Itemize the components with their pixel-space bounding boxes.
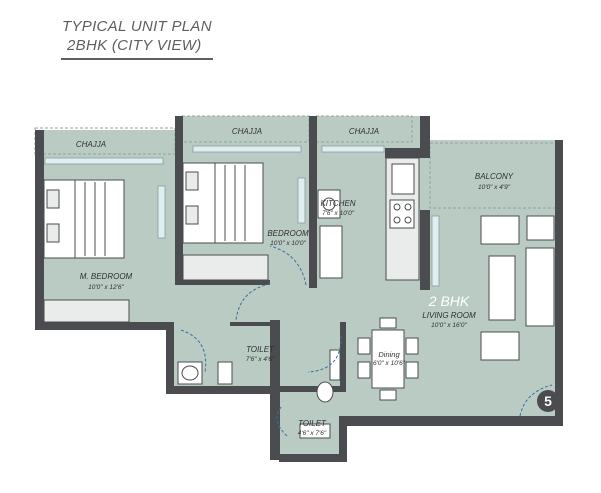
master-bedroom-label: M. BEDROOM [80, 272, 133, 281]
dining-label: Dining [378, 350, 400, 359]
kitchen-label: KITCHEN [320, 199, 355, 208]
plan-title: TYPICAL UNIT PLAN [62, 18, 212, 35]
balcony-size: 10'0" x 4'9" [478, 184, 511, 191]
toilet-size: 4'6" x 7'6" [298, 430, 327, 437]
living-furniture [480, 215, 555, 361]
toilet-size: 7'6" x 4'6" [246, 356, 275, 363]
unit-number: 5 [544, 393, 552, 409]
master-bedroom-size: 10'0" x 12'6" [88, 284, 124, 291]
toilet-label: TOILET [246, 345, 275, 354]
kitchen-counter [317, 157, 420, 281]
balcony-label: BALCONY [475, 172, 514, 181]
bedroom-label: BEDROOM [267, 229, 309, 238]
walls [35, 116, 563, 462]
toilet-fixtures [177, 349, 341, 439]
unit-type-label: 2 BHK [428, 293, 470, 309]
toilet-label: TOILET [298, 419, 327, 428]
room-labels: CHAJJA CHAJJA CHAJJA BALCONY 10'0" x 4'9… [76, 127, 514, 437]
unit-number-badge: 5 [537, 390, 559, 412]
master-bed [43, 179, 130, 323]
title-underline [61, 58, 213, 60]
bedroom-size: 10'0" x 10'0" [270, 240, 306, 247]
kitchen-size: 7'6" x 10'0" [322, 210, 355, 217]
chajja-label: CHAJJA [76, 140, 106, 149]
living-room-label: LIVING ROOM [422, 311, 476, 320]
living-room-size: 10'0" x 16'0" [431, 322, 467, 329]
chajja-label: CHAJJA [232, 127, 262, 136]
plan-subtitle: 2BHK (CITY VIEW) [67, 37, 202, 54]
window-glass [44, 145, 440, 287]
door-swings [180, 245, 553, 437]
bedroom-bed [182, 162, 269, 281]
chajja-label: CHAJJA [349, 127, 379, 136]
dining-size: 6'0" x 10'6" [373, 360, 406, 367]
dining-table [357, 317, 419, 401]
